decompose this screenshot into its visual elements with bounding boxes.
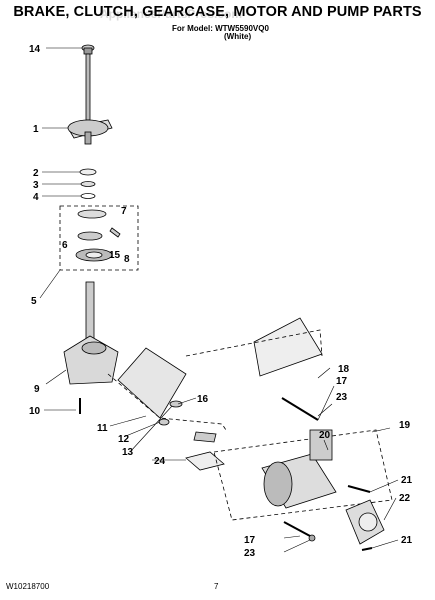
callout-21-upper: 21 — [401, 475, 413, 486]
callout-16: 16 — [197, 394, 209, 405]
drive-shaft-part — [81, 44, 95, 121]
callout-23-upper: 23 — [336, 392, 348, 403]
callout-5: 5 — [31, 296, 37, 307]
callout-12: 12 — [118, 434, 130, 445]
callout-23-lower: 23 — [244, 548, 256, 559]
model-line: For Model: WTW5590VQ0 — [172, 24, 269, 33]
watermark: AppliancePartsPros.com — [100, 7, 243, 21]
clutch-assembly-part — [75, 209, 113, 262]
callout-19: 19 — [399, 420, 411, 431]
color-line: (White) — [224, 32, 252, 41]
coupler-part — [193, 431, 217, 443]
callout-14: 14 — [29, 44, 41, 55]
callout-8: 8 — [124, 254, 130, 265]
callout-10: 10 — [29, 406, 41, 417]
brake-assembly-part — [67, 119, 113, 145]
pad-part — [185, 451, 225, 471]
callout-6: 6 — [62, 240, 68, 251]
rod-part — [281, 397, 319, 421]
callout-4: 4 — [33, 192, 39, 203]
callout-13: 13 — [122, 447, 134, 458]
motor-part — [261, 429, 337, 509]
washer-part — [79, 168, 97, 176]
clutch-kit-box — [59, 205, 139, 271]
callout-11: 11 — [97, 423, 108, 434]
cover-part — [253, 317, 323, 377]
ring-part — [80, 181, 96, 187]
pump-part — [345, 499, 385, 545]
page-title: BRAKE, CLUTCH, GEARCASE, MOTOR AND PUMP … — [13, 4, 422, 20]
callout-17-upper: 17 — [336, 376, 348, 387]
callout-18: 18 — [338, 364, 350, 375]
callout-7: 7 — [121, 206, 127, 217]
callout-21-lower: 21 — [401, 535, 413, 546]
callout-20: 20 — [319, 430, 331, 441]
callout-9: 9 — [34, 384, 40, 395]
callout-2: 2 — [33, 168, 39, 179]
document-number: W10218700 — [6, 582, 50, 591]
callout-15: 15 — [109, 250, 121, 261]
gearcase-part — [63, 281, 119, 385]
callout-24: 24 — [154, 456, 166, 467]
rod-lower-part — [283, 521, 311, 537]
spring-part — [109, 227, 121, 238]
callout-22: 22 — [399, 493, 411, 504]
callout-17-lower: 17 — [244, 535, 256, 546]
callout-1: 1 — [33, 124, 39, 135]
gasket-part — [117, 347, 187, 419]
seal-part — [80, 193, 96, 199]
callout-3: 3 — [33, 180, 39, 191]
page-number: 7 — [214, 582, 219, 591]
